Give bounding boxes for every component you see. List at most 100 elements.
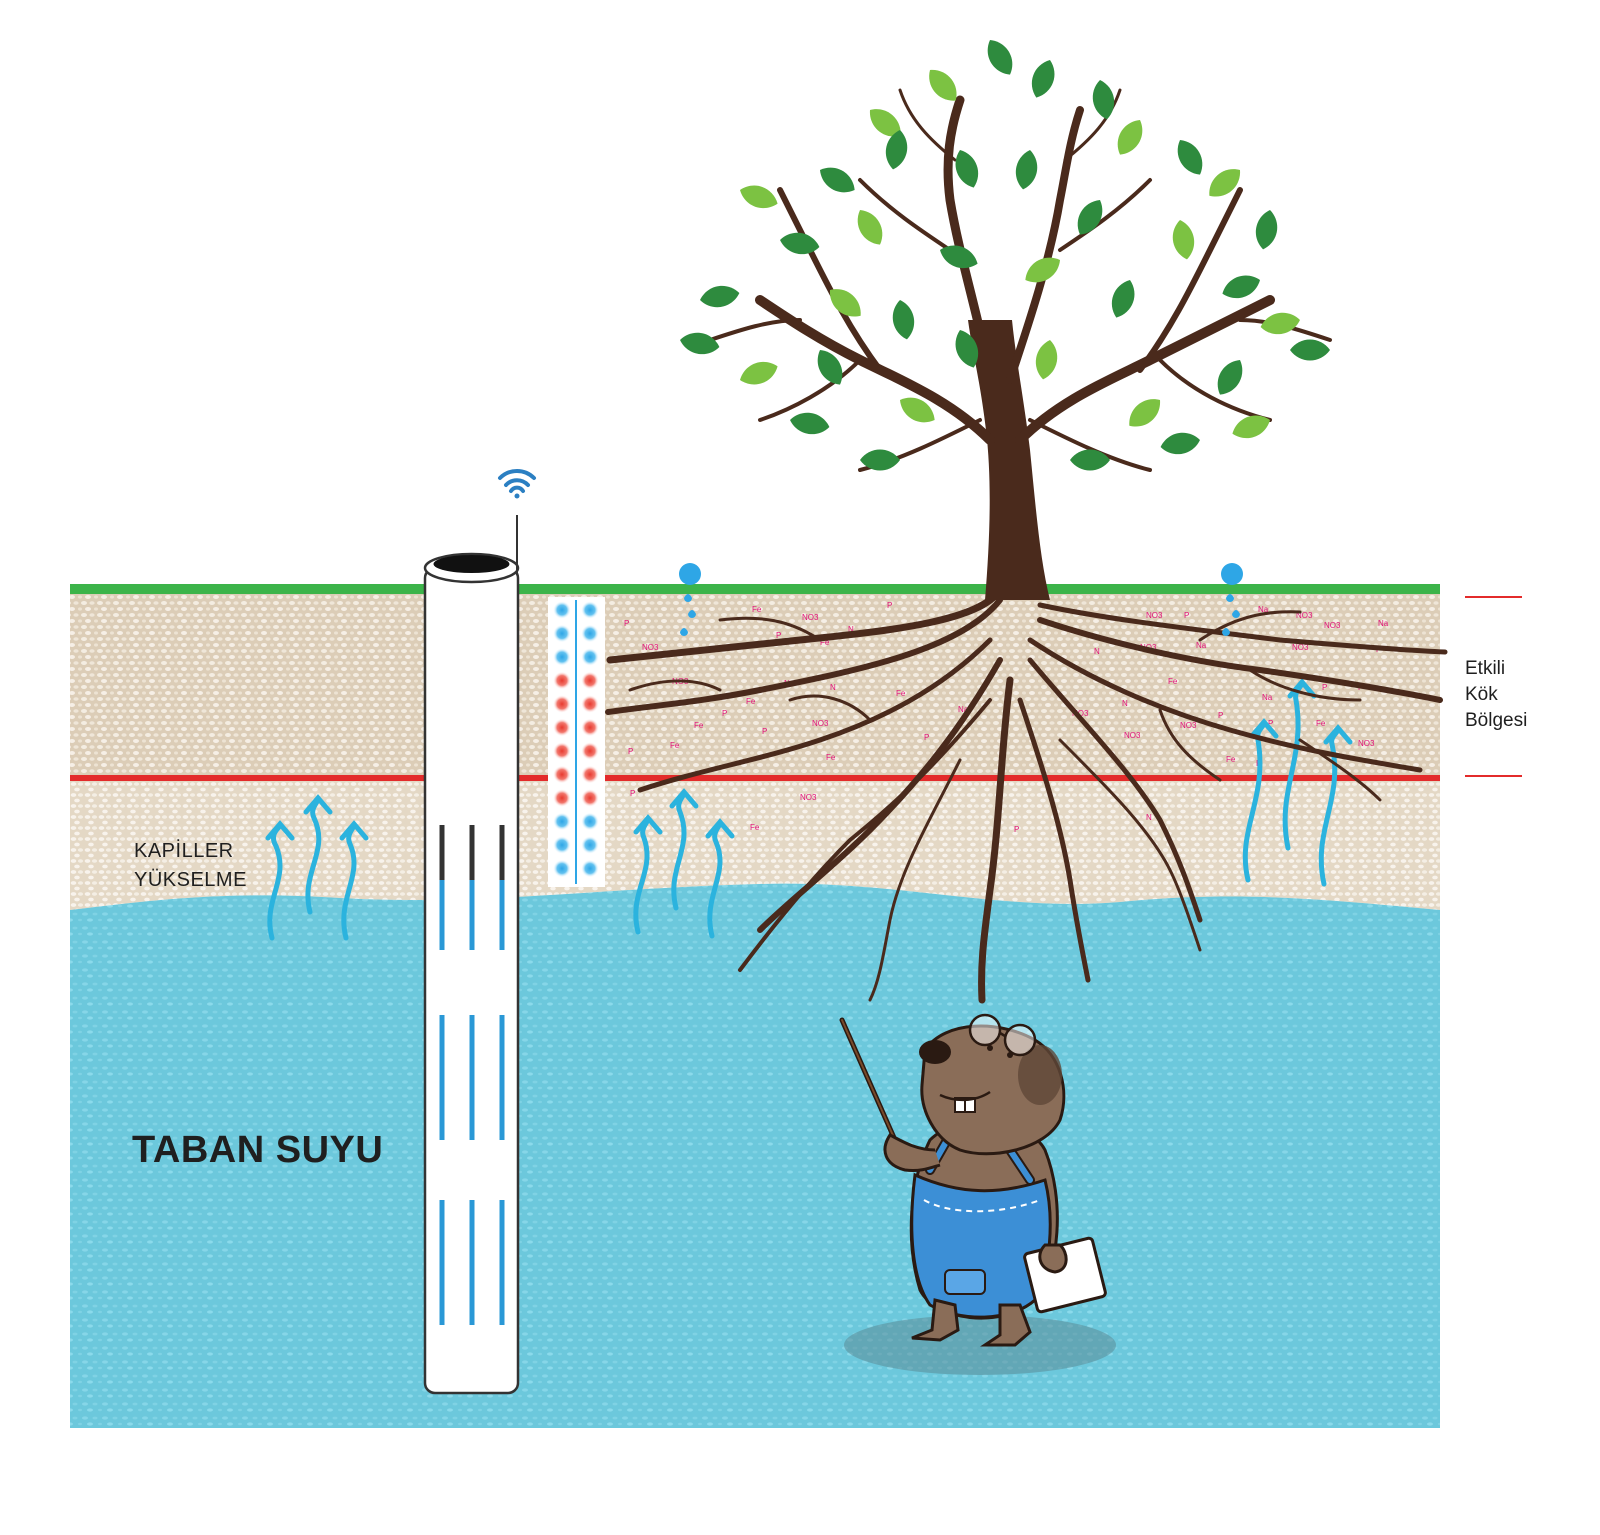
nutrient-label: P <box>628 747 633 756</box>
nutrient-label: NO3 <box>642 643 659 652</box>
root-zone-label-line1: Etkili <box>1465 658 1505 679</box>
mole-shadow <box>844 1315 1116 1375</box>
sensor-dot-wet <box>581 624 599 643</box>
nutrient-label: N <box>1122 699 1128 708</box>
mole-glasses <box>968 1013 1037 1057</box>
nutrient-label: P <box>624 619 629 628</box>
mole-scientist <box>839 1013 1116 1375</box>
arrow-head <box>1323 724 1353 745</box>
surface-line <box>70 584 1440 594</box>
sensor-dot-dry <box>581 671 599 690</box>
nutrient-label: NO3 <box>1296 611 1313 620</box>
nutrient-label: Fe <box>826 753 836 762</box>
nutrient-label: P <box>1218 711 1223 720</box>
root-zone-label-line3: Bölgesi <box>1465 710 1527 731</box>
capillary-soil <box>70 780 1440 910</box>
nutrient-label: Fe <box>896 689 906 698</box>
root-zone-label-line2: Kök <box>1465 684 1498 705</box>
arrow-head <box>303 794 333 815</box>
sensor-dot-wet <box>553 812 571 831</box>
sensor-dot-wet <box>581 859 599 878</box>
nutrient-label: NO3 <box>1124 731 1141 740</box>
tree-roots <box>605 586 1448 1004</box>
nutrient-label: NO3 <box>1180 721 1197 730</box>
sensor-dot-wet <box>581 836 599 854</box>
sensor-dot-dry <box>553 695 571 713</box>
nutrient-label: P <box>630 789 635 798</box>
nutrient-label: NO3 <box>1146 611 1163 620</box>
tree <box>680 40 1332 600</box>
nutrient-label: Fe <box>1226 755 1236 764</box>
arrow-head <box>705 818 735 839</box>
sensor-dot-wet <box>581 812 599 831</box>
nutrient-label: P <box>776 631 781 640</box>
capillary-arrows-left <box>265 794 369 941</box>
nutrient-label: P <box>887 601 892 610</box>
nutrient-label: P <box>722 709 727 718</box>
root-zone-soil <box>70 592 1440 780</box>
arrow-head <box>265 820 295 841</box>
sensor-dot-dry <box>581 789 599 807</box>
nutrient-label: Fe <box>694 721 704 730</box>
nutrient-label: P <box>1014 825 1019 834</box>
nutrient-label: NO3 <box>1072 709 1089 718</box>
arrow-head <box>633 814 663 835</box>
nutrient-label: Na <box>1258 605 1269 614</box>
capillary-label-line2: YÜKSELME <box>134 869 247 891</box>
nutrient-label: NO3 <box>1358 739 1375 748</box>
sensor-dot-wet <box>553 859 571 878</box>
nutrient-label: NO3 <box>800 793 817 802</box>
arrow-head <box>1249 718 1279 739</box>
nutrient-label: P <box>924 733 929 742</box>
mole-nose <box>919 1040 951 1064</box>
groundwater-label: TABAN SUYU <box>132 1129 383 1171</box>
nutrient-label: NO3 <box>802 613 819 622</box>
nutrient-label: P <box>1322 683 1327 692</box>
water-drop-icon <box>1221 563 1243 636</box>
nutrient-label: Fe <box>820 638 830 647</box>
sensor-dot-wet <box>553 624 571 643</box>
tree-trunk <box>968 320 1050 600</box>
sensor-dot-dry <box>581 695 599 713</box>
nutrient-label: Na <box>958 705 969 714</box>
nutrient-label: Fe <box>670 741 680 750</box>
sensor-dot-dry <box>553 765 571 784</box>
sensor-dot-dry <box>553 671 571 690</box>
nutrient-label: P <box>1184 611 1189 620</box>
ground-cross-section <box>70 584 1522 1428</box>
nutrient-label: P <box>762 727 767 736</box>
nutrient-label: Fe <box>750 823 760 832</box>
sensor-dot-wet <box>553 836 571 854</box>
nutrient-label: NO3 <box>1324 621 1341 630</box>
nutrient-label: Fe <box>1168 677 1178 686</box>
clipboard <box>1023 1236 1107 1314</box>
nutrient-label: Na <box>1196 641 1207 650</box>
nutrient-label: Fe <box>752 605 762 614</box>
arrow-head <box>669 788 699 809</box>
nutrient-label: N <box>848 625 854 634</box>
nutrient-label: P <box>1268 719 1273 728</box>
nutrient-label: N <box>830 683 836 692</box>
nutrient-label: NO3 <box>812 719 829 728</box>
sensor-dot-dry <box>581 765 599 784</box>
capillary-arrows-middle <box>633 788 735 939</box>
sensor-dot-wet <box>553 601 571 619</box>
nutrient-label: NO3 <box>1292 643 1309 652</box>
tree-leaves <box>680 40 1330 471</box>
capillary-label-line1: KAPİLLER <box>134 839 234 862</box>
sensor-dot-dry <box>581 742 599 760</box>
sensor-dot-wet <box>553 648 571 666</box>
mole-overalls <box>910 1172 1052 1319</box>
water-drop-icon <box>679 563 701 636</box>
nutrient-label: N <box>1094 647 1100 656</box>
sensor-dot-dry <box>553 742 571 760</box>
sensor-dot-wet <box>581 648 599 666</box>
wifi-icon <box>498 468 536 499</box>
sensor-dot-dry <box>553 789 571 807</box>
moisture-sensor-strip <box>548 597 605 887</box>
nutrient-label: N <box>1146 813 1152 822</box>
arrow-head <box>339 820 369 841</box>
sensor-dot-dry <box>581 718 599 737</box>
root-zone-boundary-line <box>70 775 1440 781</box>
